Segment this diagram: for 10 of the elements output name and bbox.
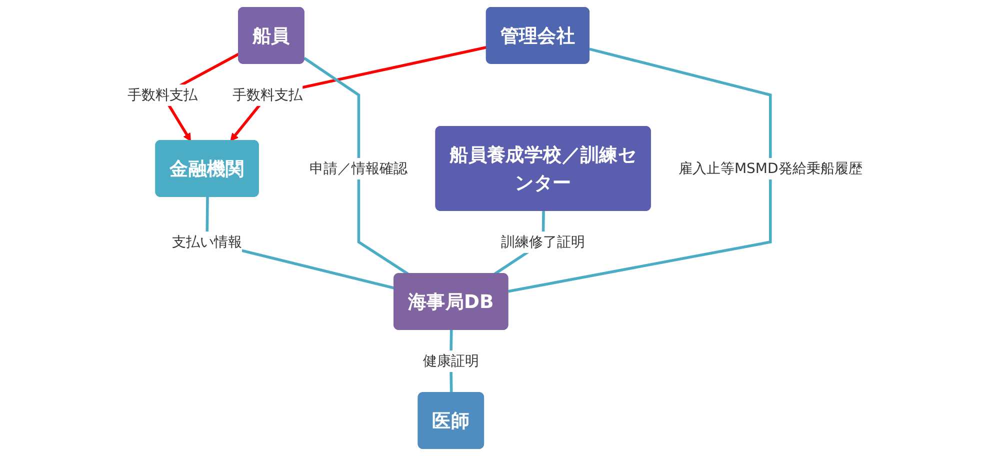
edge-label: 支払い情報 [172,233,242,250]
connector [304,57,409,276]
edge-label: 訓練修了証明 [501,233,586,250]
arrow [230,46,488,142]
edge-label: 申請／情報確認 [310,160,408,177]
edge-label: 雇入止等MSMD発給乗船履歴 [678,160,862,177]
edge-label: 手数料支払 [232,86,303,104]
edge-label: 手数料支払 [128,86,198,104]
edge-label: 健康証明 [422,352,479,370]
connector [508,48,772,293]
